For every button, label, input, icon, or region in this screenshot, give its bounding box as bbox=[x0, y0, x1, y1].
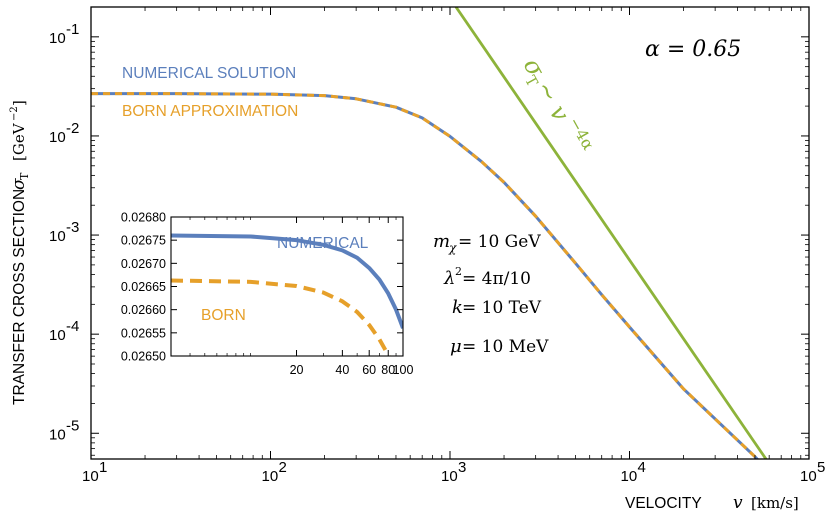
power-law-exponent: −4α bbox=[565, 114, 598, 153]
inset-y-tick-label-5: 0.02675 bbox=[121, 234, 166, 248]
x-tick-label-exp-1: 2 bbox=[279, 459, 287, 476]
svg-text:m: m bbox=[433, 231, 450, 252]
param-mass: m χ = 10 GeV bbox=[433, 231, 541, 255]
y-tick-label-4: 10 bbox=[49, 426, 66, 443]
inset-x-tick-label-4: 100 bbox=[393, 363, 414, 377]
inset-series-group bbox=[171, 233, 403, 356]
y-tick-label-exp-3: -4 bbox=[66, 318, 79, 335]
y-tick-label-exp-4: -5 bbox=[66, 417, 79, 434]
inset-y-tick-label-2: 0.02660 bbox=[121, 303, 166, 317]
y-axis-label-text: TRANSFER CROSS SECTION bbox=[11, 189, 28, 405]
y-axis-label-unit: [GeV bbox=[10, 122, 28, 161]
x-axis-label-unit: [km/s] bbox=[751, 494, 799, 512]
x-tick-label-4: 10 bbox=[800, 468, 817, 485]
main-series-line-1 bbox=[91, 92, 760, 459]
legend-born-approximation: BORN APPROXIMATION bbox=[122, 103, 298, 120]
param-mu: μ = 10 MeV bbox=[450, 336, 549, 357]
svg-text:= 10 TeV: = 10 TeV bbox=[462, 298, 542, 318]
x-tick-label-0: 10 bbox=[82, 468, 99, 485]
svg-text:= 4π/10: = 4π/10 bbox=[462, 269, 531, 289]
inset-y-tick-label-4: 0.02670 bbox=[121, 257, 166, 271]
inset-series-line-0 bbox=[171, 233, 403, 329]
inset-x-tick-label-3: 80 bbox=[381, 363, 395, 377]
y-tick-label-0: 10 bbox=[49, 30, 66, 47]
inset-legend-born: BORN bbox=[201, 307, 246, 324]
inset-x-tick-label-0: 20 bbox=[290, 363, 304, 377]
svg-text:χ: χ bbox=[448, 241, 457, 255]
x-tick-label-exp-4: 5 bbox=[817, 459, 825, 476]
y-tick-label-exp-0: -1 bbox=[66, 21, 79, 38]
svg-text:μ: μ bbox=[450, 336, 462, 357]
main-series-line-2 bbox=[454, 7, 768, 459]
inset-y-tick-label-6: 0.02680 bbox=[121, 211, 166, 225]
y-axis-label-unit-exponent: −2 bbox=[9, 106, 20, 121]
inset-y-tick-label-1: 0.02655 bbox=[121, 326, 166, 340]
y-tick-label-1: 10 bbox=[49, 129, 66, 146]
inset-series-line-1 bbox=[171, 278, 391, 356]
alpha-annotation: α = 0.65 bbox=[645, 37, 741, 62]
inset-y-tick-label-3: 0.02665 bbox=[121, 280, 166, 294]
x-axis-label-text: VELOCITY bbox=[625, 495, 702, 512]
inset-legend-numerical: NUMERICAL bbox=[277, 235, 369, 252]
y-tick-label-3: 10 bbox=[49, 327, 66, 344]
svg-text:= 10 GeV: = 10 GeV bbox=[458, 232, 541, 252]
inset-y-tick-label-0: 0.02650 bbox=[121, 350, 166, 364]
legend-numerical-solution: NUMERICAL SOLUTION bbox=[122, 65, 296, 82]
param-lambda: λ 2 = 4π/10 bbox=[443, 265, 531, 289]
svg-text:= 10 MeV: = 10 MeV bbox=[462, 337, 549, 357]
inset-x-tick-label-1: 40 bbox=[335, 363, 349, 377]
parameter-list: m χ = 10 GeV λ 2 = 4π/10 k = 10 TeV μ = … bbox=[433, 231, 549, 357]
x-tick-label-1: 10 bbox=[262, 468, 279, 485]
svg-text:λ: λ bbox=[443, 268, 455, 289]
main-series-group bbox=[91, 7, 768, 459]
x-tick-label-3: 10 bbox=[621, 468, 638, 485]
svg-text:2: 2 bbox=[455, 265, 462, 278]
x-axis-label-symbol: v bbox=[733, 493, 743, 513]
y-axis-label-symbol: σ bbox=[9, 178, 29, 190]
y-tick-label-2: 10 bbox=[49, 228, 66, 245]
x-axis-label: VELOCITY v [km/s] bbox=[625, 493, 799, 513]
power-law-annotation: σ T ∼ v −4α bbox=[518, 53, 599, 153]
x-tick-label-2: 10 bbox=[441, 468, 458, 485]
x-tick-label-exp-0: 1 bbox=[99, 459, 107, 476]
y-axis-label: TRANSFER CROSS SECTION σ T [GeV −2 ] bbox=[9, 100, 31, 405]
y-axis-label-unit-close: ] bbox=[10, 100, 28, 106]
y-axis-label-subscript: T bbox=[18, 172, 31, 180]
y-tick-label-exp-1: -2 bbox=[66, 120, 79, 137]
x-tick-label-exp-3: 4 bbox=[638, 459, 646, 476]
x-tick-label-exp-2: 3 bbox=[458, 459, 466, 476]
param-k: k = 10 TeV bbox=[452, 297, 542, 318]
inset-x-tick-label-2: 60 bbox=[362, 363, 376, 377]
svg-text:k: k bbox=[452, 297, 463, 318]
y-tick-label-exp-2: -3 bbox=[66, 219, 79, 236]
